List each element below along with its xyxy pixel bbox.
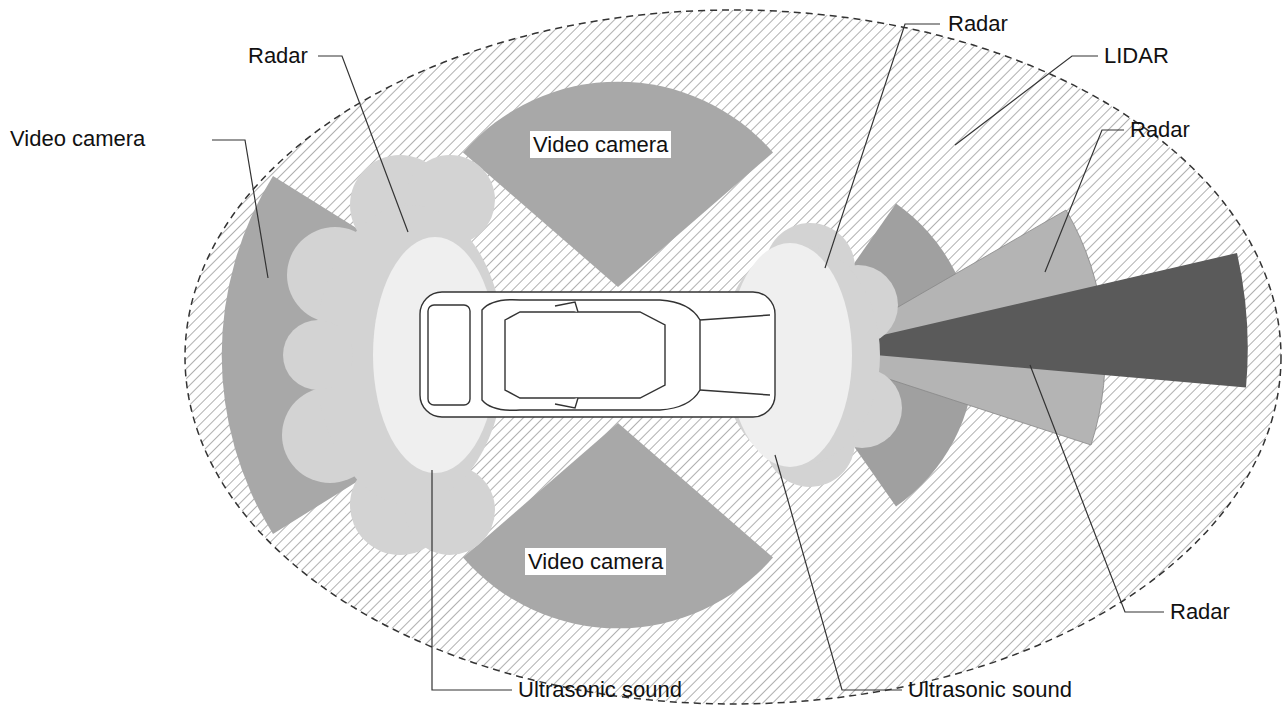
sensor-label: Video camera <box>10 126 145 151</box>
sensor-label: Ultrasonic sound <box>908 677 1072 702</box>
sensor-label: Radar <box>248 43 308 68</box>
sensor-label: Radar <box>1130 117 1190 142</box>
sector-label: Video camera <box>530 131 671 158</box>
sensor-label: LIDAR <box>1104 43 1169 68</box>
side-camera-range <box>463 423 773 628</box>
long-radar-range <box>818 253 1248 388</box>
lidar-range <box>185 10 1281 704</box>
sensor-label: Ultrasonic sound <box>518 677 682 702</box>
leader-lines <box>212 24 1164 690</box>
car <box>420 292 775 417</box>
sector-label: Video camera <box>525 548 666 575</box>
sensor-label: Radar <box>1170 599 1230 624</box>
sensor-label: Radar <box>948 11 1008 36</box>
side-camera-range <box>463 82 773 287</box>
